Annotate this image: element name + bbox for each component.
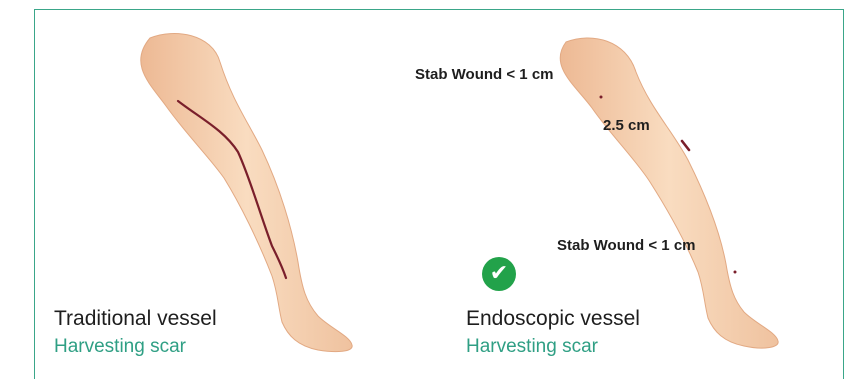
- lower-stab-wound: [734, 271, 737, 274]
- right-leg: [560, 38, 778, 348]
- lower-stab-label: Stab Wound < 1 cm: [557, 237, 696, 254]
- left-subtitle: Harvesting scar: [54, 336, 186, 358]
- right-title: Endoscopic vessel: [466, 307, 640, 331]
- incision-label: 2.5 cm: [603, 117, 650, 134]
- left-title: Traditional vessel: [54, 307, 217, 331]
- endoscopic-incision: [682, 141, 689, 150]
- upper-stab-label: Stab Wound < 1 cm: [415, 66, 554, 83]
- check-circle-icon: ✔: [482, 257, 516, 291]
- upper-stab-wound: [600, 96, 603, 99]
- right-subtitle: Harvesting scar: [466, 336, 598, 358]
- left-leg: [141, 33, 352, 351]
